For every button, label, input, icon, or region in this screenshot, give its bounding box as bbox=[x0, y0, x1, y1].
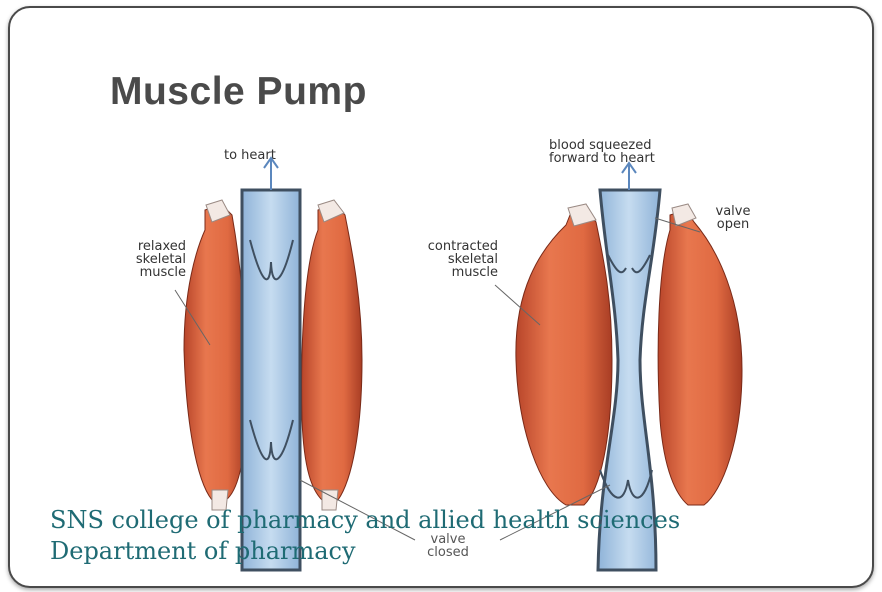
footer-institution: SNS college of pharmacy and allied healt… bbox=[50, 505, 680, 536]
footer-department: Department of pharmacy bbox=[50, 536, 680, 567]
label-blood-squeezed: blood squeezed forward to heart bbox=[549, 139, 655, 165]
label-to-heart: to heart bbox=[224, 149, 276, 162]
contracted-muscle-left bbox=[516, 204, 612, 505]
label-valve-open: valve open bbox=[705, 205, 761, 231]
relaxed-muscle-right bbox=[302, 200, 362, 510]
label-contracted-muscle: contracted skeletal muscle bbox=[404, 240, 498, 279]
slide-footer: SNS college of pharmacy and allied healt… bbox=[50, 505, 680, 567]
label-relaxed-muscle: relaxed skeletal muscle bbox=[116, 240, 186, 279]
diagram-title: Muscle Pump bbox=[110, 70, 367, 114]
contracted-muscle-right bbox=[658, 204, 742, 505]
relaxed-muscle-left bbox=[184, 200, 246, 510]
